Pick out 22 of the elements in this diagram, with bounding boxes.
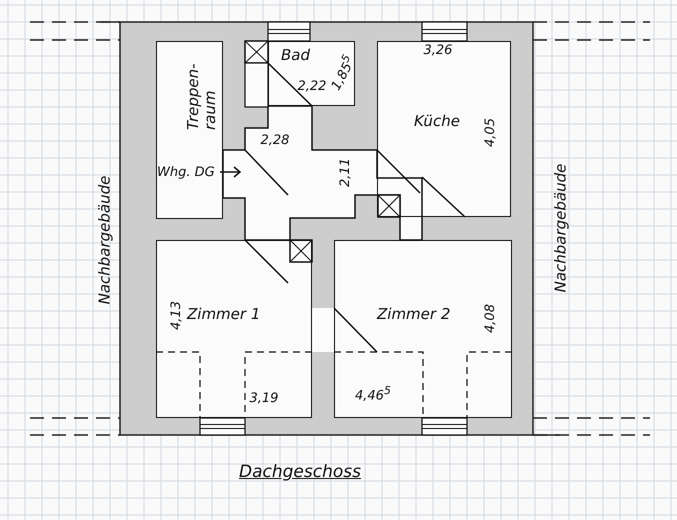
room-name: Zimmer 1 [187, 305, 260, 323]
room-name: Küche [414, 112, 460, 130]
dimension-label: 2,22 [298, 78, 326, 94]
room-outline [334, 240, 512, 418]
dimension-label: 4,46$^{5}$ [355, 384, 391, 403]
room-outline [377, 41, 511, 217]
dimension-label: 4,08 [482, 304, 498, 332]
room-outline [156, 240, 312, 418]
entrance-label: Whg. DG [157, 164, 215, 180]
plan-title: Dachgeschoss [239, 462, 361, 482]
room-name: Zimmer 2 [377, 305, 450, 323]
neighbour-building-label: Nachbargebäude [550, 164, 569, 292]
room-name: Bad [281, 46, 310, 64]
room-outline [268, 41, 355, 106]
dimension-label: 3,19 [250, 390, 278, 406]
dimension-label: 3,26 [424, 42, 452, 58]
room-outline [156, 41, 223, 219]
dimension-label: 4,05 [482, 118, 498, 146]
neighbour-building-label: Nachbargebäude [94, 176, 113, 304]
dimension-label: 2,28 [260, 132, 290, 148]
dimension-label: 4,13 [168, 300, 184, 330]
dimension-label: 2,11 [337, 158, 352, 186]
